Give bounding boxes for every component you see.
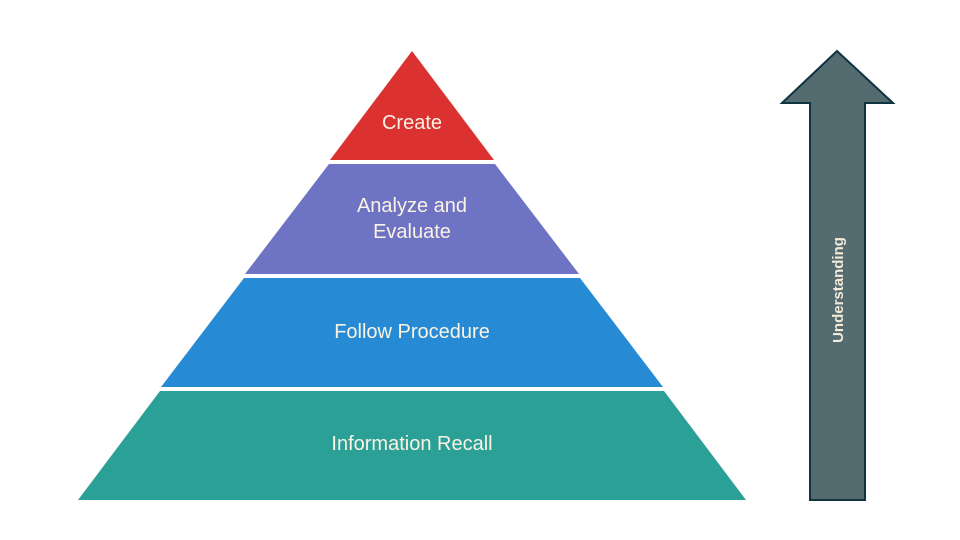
label-information-recall: Information Recall — [331, 433, 492, 455]
label-create: Create — [382, 112, 442, 134]
arrow-label-understanding: Understanding — [830, 237, 847, 343]
level-information-recall — [78, 391, 746, 500]
label-follow-procedure: Follow Procedure — [334, 321, 490, 343]
level-create — [330, 51, 494, 160]
level-follow-procedure — [161, 278, 663, 387]
up-arrow-icon — [779, 49, 896, 501]
label-analyze-line2: Evaluate — [373, 221, 451, 243]
label-analyze-line1: Analyze and — [357, 195, 467, 217]
level-analyze-evaluate — [245, 164, 579, 274]
